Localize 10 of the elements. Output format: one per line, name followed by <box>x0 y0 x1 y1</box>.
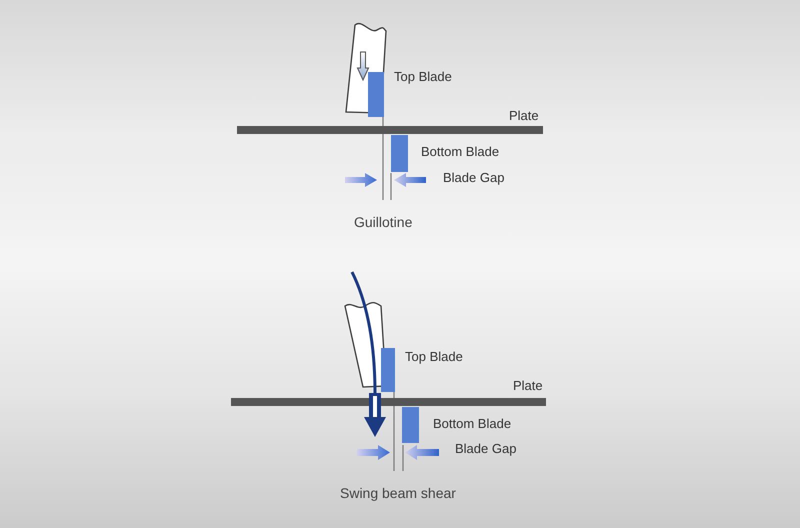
dimension-label: Blade Gap <box>443 171 504 186</box>
caption: Swing beam shear <box>340 485 456 502</box>
part-label: Top Blade <box>394 70 452 85</box>
part-label: Bottom Blade <box>433 417 512 432</box>
part-label: Bottom Blade <box>421 145 500 160</box>
caption: Guillotine <box>354 214 412 230</box>
part-label: Plate <box>513 379 543 394</box>
part-label: Plate <box>509 109 539 124</box>
part-label: Top Blade <box>405 350 463 365</box>
dimension-label: Blade Gap <box>455 442 516 457</box>
